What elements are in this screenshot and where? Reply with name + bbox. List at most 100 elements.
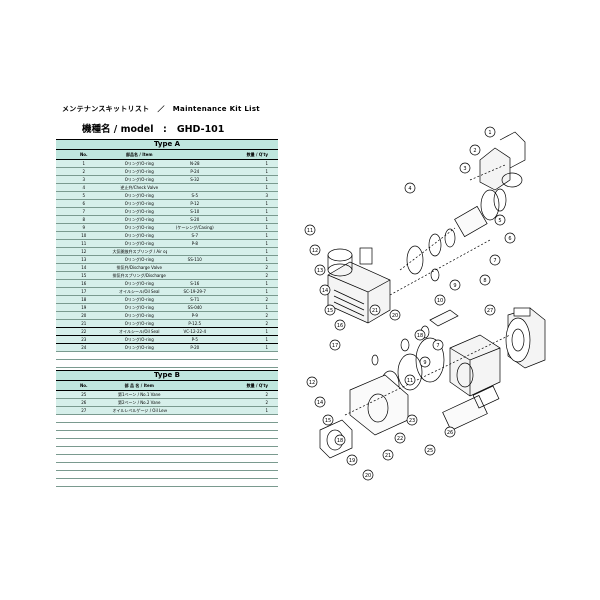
- cell-no: 23: [56, 335, 112, 344]
- cell-empty: [56, 414, 112, 423]
- callout-number: 23: [409, 418, 415, 424]
- cell-empty: [167, 470, 223, 479]
- cell-qty: 1: [222, 175, 278, 184]
- cell-spec: SC-19-29-7: [167, 287, 223, 296]
- cell-no: 9: [56, 223, 112, 232]
- cell-no: 1: [56, 159, 112, 168]
- title-jp: メンテナンスキットリスト: [62, 105, 150, 113]
- callout-number: 6: [508, 236, 511, 242]
- callout: 17: [329, 339, 341, 351]
- cell-no: 24: [56, 343, 112, 352]
- cell-empty: [222, 470, 278, 479]
- cell-qty: 1: [222, 335, 278, 344]
- cell-spec: SS-110: [167, 255, 223, 264]
- cell-qty: 1: [222, 223, 278, 232]
- callout-number: 12: [309, 380, 315, 386]
- cell-spec: P-24: [167, 167, 223, 176]
- cell-qty: 2: [222, 319, 278, 328]
- callout-number: 18: [337, 438, 343, 444]
- cell-empty: [111, 414, 167, 423]
- cell-qty: 1: [222, 279, 278, 288]
- cell-qty: 1: [222, 303, 278, 312]
- cell-no: 22: [56, 327, 112, 336]
- callout-number: 4: [408, 186, 411, 192]
- cell-qty: 3: [222, 191, 278, 200]
- cell-item: Oリング/O-ring: [111, 223, 167, 232]
- callout-number: 21: [385, 453, 391, 459]
- cell-empty: [167, 438, 223, 447]
- cell-qty: 1: [222, 406, 278, 415]
- cell-empty: [56, 359, 112, 368]
- cell-item: Oリング/O-ring: [111, 239, 167, 248]
- title-separator: ／: [157, 105, 165, 113]
- callout-number: 25: [427, 448, 433, 454]
- callout: 10: [434, 294, 446, 306]
- cell-empty: [56, 430, 112, 439]
- callout: 3: [459, 162, 471, 174]
- cell-item: Oリング/O-ring: [111, 199, 167, 208]
- cell-item: Oリング/O-ring: [111, 303, 167, 312]
- cell-spec: S-7: [167, 231, 223, 240]
- cell-item: Oリング/O-ring: [111, 175, 167, 184]
- callout: 15: [322, 414, 334, 426]
- type-header: Type B: [56, 370, 278, 381]
- cell-spec: P-9: [167, 311, 223, 320]
- cell-qty: 1: [222, 207, 278, 216]
- type-label: Type A: [56, 139, 278, 150]
- col-spec: [167, 149, 223, 160]
- col-qty: 数量 / Q'ty: [222, 149, 278, 160]
- callout: 11: [404, 374, 416, 386]
- blank-row: [56, 430, 278, 439]
- cell-qty: 2: [222, 271, 278, 280]
- cell-spec: P-20: [167, 343, 223, 352]
- cell-spec: P-12: [167, 199, 223, 208]
- cell-qty: 1: [222, 159, 278, 168]
- cell-empty: [111, 470, 167, 479]
- cell-qty: 1: [222, 255, 278, 264]
- cell-spec: SS-040: [167, 303, 223, 312]
- callout-number: 7: [493, 258, 496, 264]
- callout: 25: [424, 444, 436, 456]
- cell-no: 21: [56, 319, 112, 328]
- callout: 19: [346, 454, 358, 466]
- title-line: メンテナンスキットリスト／Maintenance Kit List: [62, 104, 260, 114]
- cell-qty: 1: [222, 239, 278, 248]
- cell-item: 大気開放弁スプリング / Air open Valve spring: [111, 247, 167, 256]
- cell-qty: 1: [222, 287, 278, 296]
- callout-number: 3: [463, 166, 466, 172]
- upper-pump-body: [327, 247, 391, 324]
- cell-spec: [167, 390, 223, 399]
- cell-spec: P-8: [167, 239, 223, 248]
- cell-empty: [111, 446, 167, 455]
- callout: 12: [306, 376, 318, 388]
- cell-item: オイルシール/Oil Seal: [111, 287, 167, 296]
- cell-no: 15: [56, 271, 112, 280]
- cell-item: Oリング/O-ring: [111, 295, 167, 304]
- cell-qty: 1: [222, 199, 278, 208]
- cell-qty: 2: [222, 263, 278, 272]
- callout-number: 1: [488, 130, 491, 136]
- cell-empty: [167, 446, 223, 455]
- cell-qty: 2: [222, 311, 278, 320]
- cell-empty: [167, 414, 223, 423]
- cell-qty: 1: [222, 231, 278, 240]
- callout-number: 15: [327, 308, 333, 314]
- callout: 22: [394, 432, 406, 444]
- cell-empty: [56, 470, 112, 479]
- callout: 6: [504, 232, 516, 244]
- callout-number: 11: [407, 378, 413, 384]
- cell-no: 12: [56, 247, 112, 256]
